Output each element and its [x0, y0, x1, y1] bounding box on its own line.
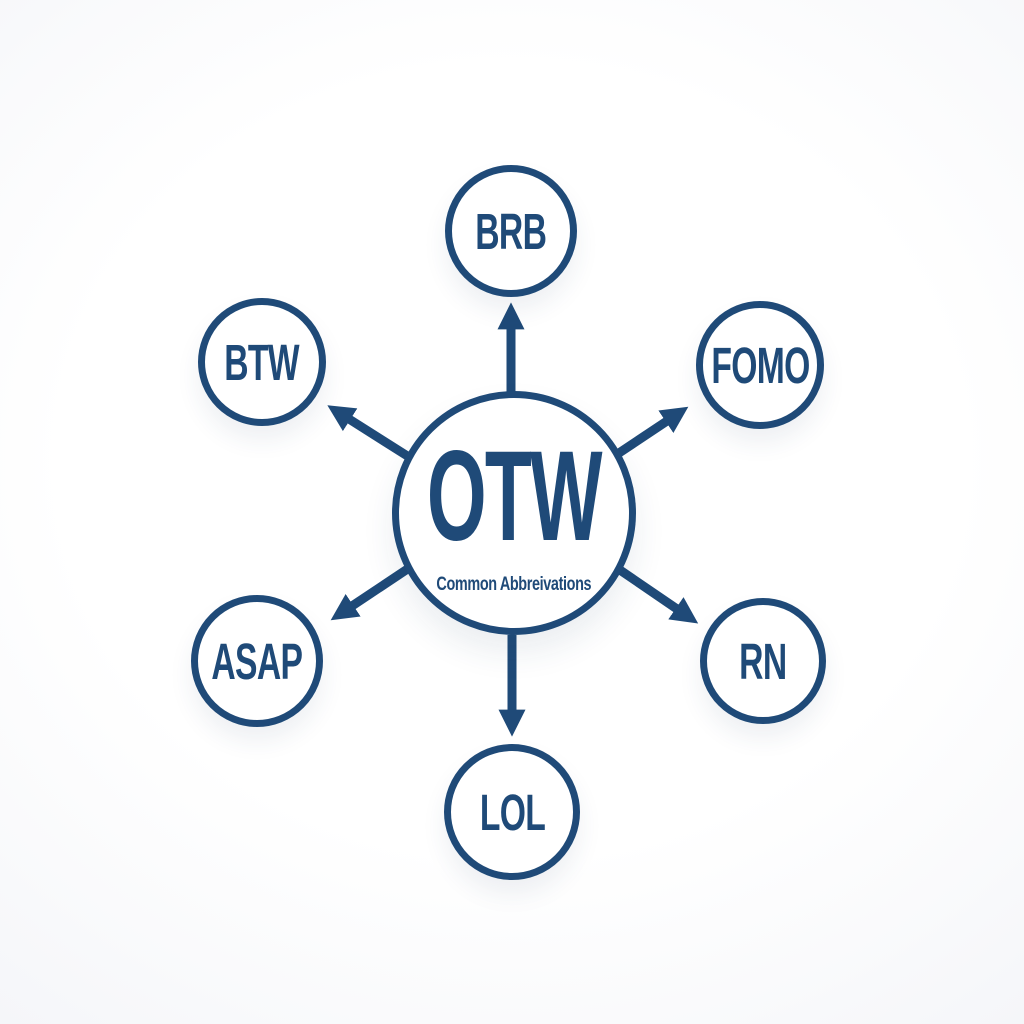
center-node-title: OTW: [427, 424, 603, 568]
node-rn: RN: [700, 598, 826, 724]
node-fomo: FOMO: [696, 301, 824, 429]
node-btw: BTW: [198, 298, 326, 426]
arrow-center-to-btw: [327, 405, 412, 461]
node-asap: ASAP: [191, 595, 323, 727]
center-node-otw: OTW Common Abbreivations: [392, 391, 636, 635]
center-node-subtitle: Common Abbreivations: [436, 573, 592, 595]
node-brb-label: BRB: [475, 202, 548, 260]
node-brb: BRB: [445, 165, 577, 297]
node-asap-label: ASAP: [211, 632, 304, 690]
node-lol: LOL: [444, 744, 580, 880]
node-lol-label: LOL: [479, 783, 545, 841]
node-fomo-label: FOMO: [710, 336, 810, 394]
arrow-center-to-fomo: [613, 406, 689, 459]
arrow-center-to-rn: [614, 564, 699, 624]
arrow-center-to-asap: [330, 564, 412, 621]
node-rn-label: RN: [739, 632, 787, 690]
node-btw-label: BTW: [224, 333, 300, 391]
